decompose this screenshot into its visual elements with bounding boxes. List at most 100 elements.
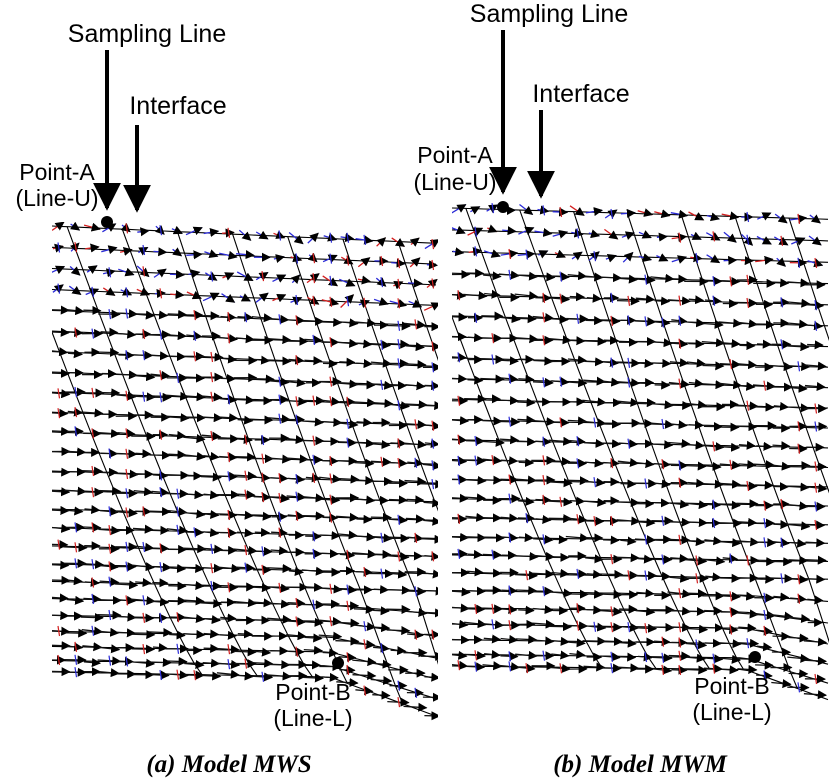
vector-glyph (318, 631, 343, 641)
mesh-row-line (452, 229, 829, 242)
vector-glyph (136, 287, 151, 296)
interface-label-a: Interface (129, 92, 226, 120)
vector-glyph (352, 318, 377, 328)
vector-glyph (339, 357, 356, 367)
vector-glyph (389, 298, 408, 308)
vector-glyph (616, 498, 640, 508)
vector-glyph (52, 347, 69, 357)
vector-glyph (718, 318, 743, 328)
vector-glyph (269, 377, 290, 387)
vector-tick (397, 298, 401, 309)
vector-glyph (52, 426, 71, 436)
vector-tick (278, 511, 282, 522)
vector-glyph (287, 598, 306, 608)
vector-field-b (452, 203, 828, 700)
vector-glyph (372, 440, 391, 450)
vector-glyph (600, 622, 623, 632)
vector-tick (125, 541, 129, 552)
vector-glyph (271, 528, 288, 538)
vector-glyph (102, 268, 116, 278)
vector-glyph (548, 478, 573, 488)
point-a-line-label-b: (Line-U) (413, 169, 496, 195)
vector-glyph (422, 569, 438, 579)
vector-tick (227, 394, 231, 405)
vector-glyph (303, 617, 324, 627)
vector-glyph (233, 598, 258, 608)
vector-tick (542, 292, 546, 303)
vector-tick (508, 532, 512, 543)
vector-tick (627, 315, 631, 326)
vector-glyph (737, 517, 758, 527)
vector-glyph (618, 274, 639, 284)
vector-tick (457, 548, 461, 559)
vector-glyph (550, 272, 570, 282)
vector-glyph (136, 265, 150, 278)
vector-glyph (186, 331, 203, 341)
vector-glyph (502, 226, 517, 236)
vector-glyph (132, 542, 155, 552)
vector-glyph (267, 614, 292, 624)
vector-glyph (204, 249, 219, 258)
vector-glyph (620, 652, 637, 662)
vector-glyph (352, 622, 377, 632)
vector-glyph (272, 293, 287, 303)
vector-tick (227, 311, 231, 323)
vector-glyph (135, 449, 152, 459)
vector-tick (763, 518, 767, 529)
vector-tick (508, 604, 512, 615)
vector-glyph (353, 639, 376, 649)
vector-tick (414, 629, 418, 640)
vector-tick (712, 663, 716, 674)
vector-glyph (703, 319, 724, 329)
vector-glyph (67, 407, 84, 417)
vector-glyph (533, 534, 554, 545)
vector-glyph (583, 477, 606, 487)
vector-tick (57, 408, 61, 419)
vector-glyph (807, 321, 824, 331)
vector-glyph (354, 458, 375, 468)
vector-tick (210, 580, 214, 592)
vector-glyph (287, 511, 306, 521)
vector-glyph (267, 335, 292, 345)
vector-glyph (482, 661, 503, 671)
vector-glyph (618, 439, 639, 449)
vector-glyph (617, 663, 640, 673)
vector-glyph (584, 357, 605, 367)
vector-glyph (150, 370, 171, 380)
vector-tick (414, 532, 418, 543)
vector-tick (176, 488, 180, 499)
vector-tick (508, 474, 512, 485)
vector-glyph (251, 658, 274, 668)
vector-glyph (403, 702, 428, 712)
vector-glyph (152, 578, 169, 588)
sampling-line-label-b: Sampling Line (470, 0, 628, 28)
vector-glyph (702, 479, 724, 489)
vector-tick (525, 570, 529, 581)
vector-tick (74, 327, 78, 338)
vector-tick (593, 251, 597, 262)
vector-glyph (604, 209, 618, 219)
vector-glyph (585, 554, 604, 564)
vector-tick (346, 418, 350, 429)
vector-glyph (102, 287, 116, 296)
vector-glyph (756, 339, 772, 349)
vector-glyph (117, 428, 136, 438)
caption-b: (b) Model MWM (553, 751, 727, 778)
vector-tick (125, 350, 129, 361)
vector-glyph (554, 249, 566, 259)
vector-glyph (703, 654, 724, 664)
vector-glyph (548, 497, 573, 507)
vector-tick (74, 407, 78, 418)
vector-tick (312, 454, 316, 465)
vector-glyph (637, 554, 654, 564)
vector-glyph (467, 333, 484, 343)
vector-glyph (653, 571, 672, 581)
vector-glyph (235, 490, 256, 500)
vector-glyph (690, 253, 703, 263)
vector-tick (542, 475, 546, 486)
vector-tick (380, 277, 384, 288)
vector-tick (210, 271, 214, 282)
vector-glyph (131, 310, 156, 320)
vector-tick (763, 500, 767, 511)
vector-glyph (755, 660, 774, 670)
